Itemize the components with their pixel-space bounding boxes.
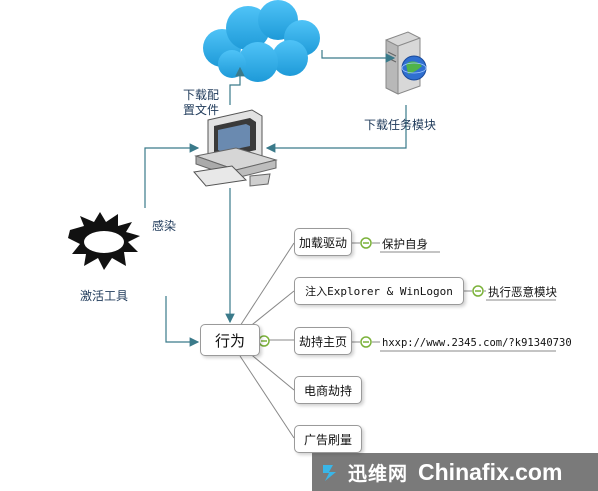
watermark-cn: 迅维网: [348, 462, 409, 485]
leaf-underlines: [380, 251, 556, 352]
collapse-icon: [472, 285, 484, 297]
collapse-icon: [360, 237, 372, 249]
server-icon: [385, 31, 427, 95]
branch-node[interactable]: 电商劫持: [294, 376, 362, 404]
leaf-node: 保护自身: [382, 237, 428, 251]
connector-arrows: [144, 50, 407, 347]
root-node[interactable]: 行为: [200, 324, 260, 356]
collapse-icon: [360, 336, 372, 348]
download-module-label: 下载任务模块: [364, 118, 437, 132]
branch-node[interactable]: 劫持主页: [294, 327, 352, 355]
leaf-node: 执行恶意模块: [488, 285, 557, 299]
collapse-icons: [258, 237, 484, 348]
leaf-node: hxxp://www.2345.com/?k91340730: [382, 337, 572, 349]
activation-tool-label: 激活工具: [80, 289, 129, 303]
download-config-label: 下载配 置文件: [183, 88, 220, 117]
computer-icon: [193, 109, 278, 187]
burst-icon: [68, 212, 140, 270]
cloud-icon: [203, 0, 320, 82]
branch-node[interactable]: 加载驱动: [294, 228, 352, 256]
mindmap-branches: [239, 242, 486, 439]
branch-node[interactable]: 注入Explorer & WinLogon: [294, 277, 464, 305]
infect-label: 感染: [152, 219, 177, 233]
watermark-en: Chinafix.com: [418, 458, 563, 485]
collapse-icon: [258, 335, 270, 347]
watermark-banner: 迅维网 Chinafix.com: [312, 453, 598, 491]
branch-node[interactable]: 广告刷量: [294, 425, 362, 453]
lightning-logo-icon: [323, 465, 336, 481]
